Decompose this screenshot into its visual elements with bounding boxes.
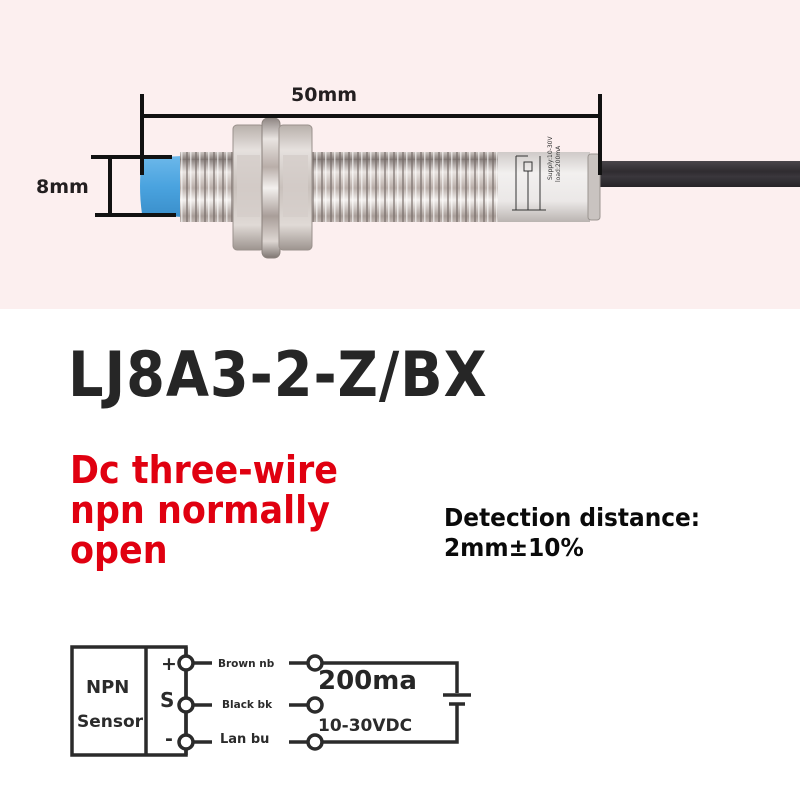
detection-value: 2mm±10% xyxy=(444,533,584,562)
svg-text:Supply:10-30V: Supply:10-30V xyxy=(547,136,554,180)
sensor-box-label-npn: NPN xyxy=(86,677,130,698)
sensing-face xyxy=(140,156,182,217)
label-sleeve xyxy=(498,152,590,222)
load-current-label: 200ma xyxy=(318,666,417,696)
terminal-minus-icon xyxy=(177,733,195,751)
pin-signal-symbol: S xyxy=(160,688,175,712)
wire-brown-label: Brown nb xyxy=(218,658,275,670)
terminal-signal-icon xyxy=(177,696,195,714)
label-markings xyxy=(512,155,546,211)
wire-black-label: Black bk xyxy=(222,699,273,711)
dc-battery-icon xyxy=(443,693,471,706)
detection-label: Detection distance: xyxy=(444,503,701,532)
type-line-3: open xyxy=(70,528,168,572)
length-dimension-label: 50mm xyxy=(291,84,358,106)
wiring-diagram: NPN Sensor + S - Brown nb Black bk Lan b… xyxy=(0,620,800,780)
model-name: LJ8A3-2-Z/BX xyxy=(68,338,488,411)
washer xyxy=(261,117,281,259)
sensor-box-label-sensor: Sensor xyxy=(77,712,144,732)
load-terminal-2-icon xyxy=(306,696,324,714)
load-terminal-3-icon xyxy=(306,733,324,751)
product-photo-panel: Supply:10-30V load:200mA 50mm 8mm xyxy=(0,0,800,309)
sensor-cable xyxy=(598,161,800,187)
detection-distance: Detection distance: 2mm±10% xyxy=(444,503,700,563)
terminal-plus-icon xyxy=(177,654,195,672)
type-line-2: npn normally xyxy=(70,488,330,532)
sensor-type-description: Dc three-wire npn normally open xyxy=(70,450,338,570)
proximity-sensor-illustration: Supply:10-30V load:200mA xyxy=(91,94,800,259)
supply-voltage-label: 10-30VDC xyxy=(318,716,413,736)
threaded-body xyxy=(180,152,500,222)
dimension-lines xyxy=(91,94,602,217)
pin-minus-symbol: - xyxy=(165,728,173,750)
type-line-1: Dc three-wire xyxy=(70,448,338,492)
svg-text:load:200mA: load:200mA xyxy=(555,145,562,182)
wire-blue-label: Lan bu xyxy=(220,732,270,747)
pin-plus-symbol: + xyxy=(161,653,177,675)
wiring-schematic xyxy=(70,645,471,757)
diameter-dimension-label: 8mm xyxy=(36,176,89,198)
